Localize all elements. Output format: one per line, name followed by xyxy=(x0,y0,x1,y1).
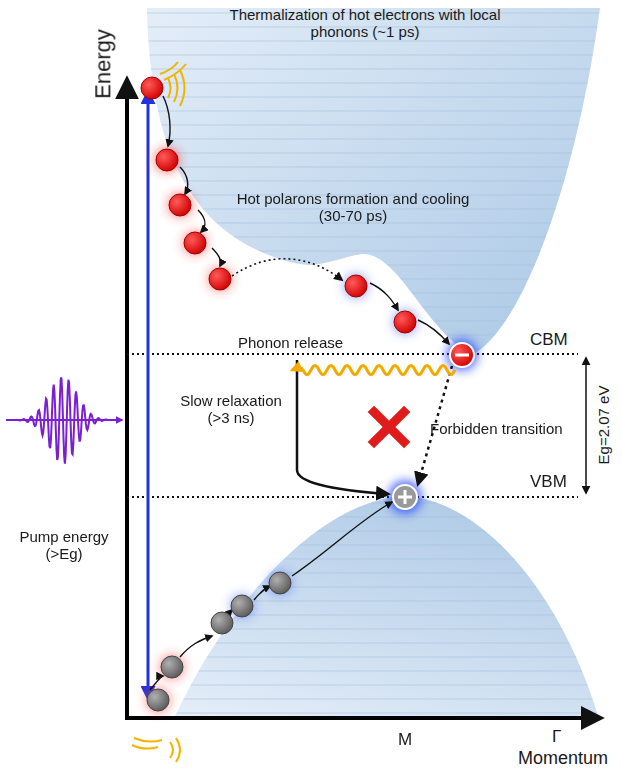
cbm-line xyxy=(127,353,578,355)
process-note: Slow relaxation (>3 ns) xyxy=(170,392,292,427)
band-edge-label: CBM xyxy=(530,330,568,350)
band-edge-label: VBM xyxy=(530,472,567,492)
axis-title: Energy xyxy=(90,29,115,99)
forbidden-cross xyxy=(374,412,404,442)
hop-arrow xyxy=(232,259,342,280)
energy-axis xyxy=(125,80,129,718)
carrier-glow xyxy=(145,147,478,713)
phonon-arcs xyxy=(132,62,186,762)
gap-arrow xyxy=(585,358,587,493)
relaxation-arrows xyxy=(150,96,449,690)
process-note: Thermalization of hot electrons with loc… xyxy=(205,6,525,41)
pump-label: Pump energy (>Eg) xyxy=(8,528,120,563)
holes xyxy=(147,572,291,711)
k-point: Γ xyxy=(552,727,561,747)
pump-arrow xyxy=(6,419,122,421)
band-stripes xyxy=(175,496,598,716)
process-note: Forbidden transition xyxy=(430,420,563,437)
vbm-line xyxy=(127,496,578,498)
process-note: Hot polarons formation and cooling (30-7… xyxy=(228,190,478,225)
gap-value: Eg=2.07 eV xyxy=(595,386,612,465)
valence-band xyxy=(175,496,598,716)
k-point: M xyxy=(398,730,412,750)
vbm-hole xyxy=(393,485,417,509)
process-note: Phonon release xyxy=(238,334,343,351)
pump-transition xyxy=(147,92,150,698)
conduction-band xyxy=(147,8,600,355)
momentum-axis xyxy=(125,716,600,720)
axis-title: Momentum xyxy=(518,748,608,769)
electrons xyxy=(141,77,474,367)
band-stripes xyxy=(147,8,600,355)
slow-relaxation-arrow xyxy=(297,360,388,494)
phonon-wave xyxy=(292,365,455,374)
minus-sign xyxy=(455,354,469,357)
